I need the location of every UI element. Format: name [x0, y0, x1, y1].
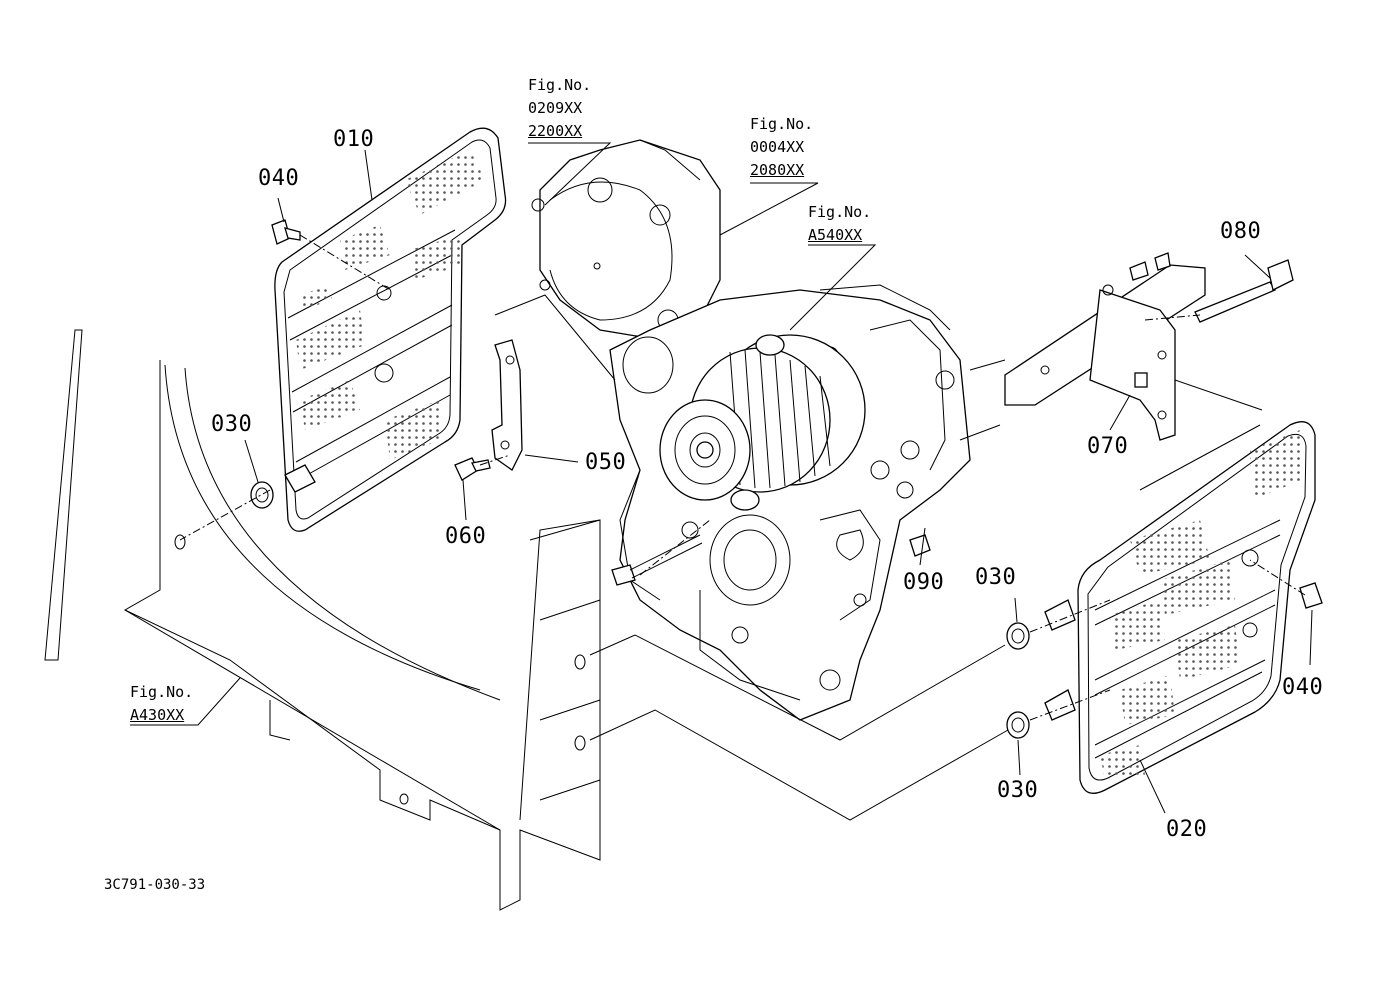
fig-ref-0004xx: Fig.No. 0004XX 2080XX [750, 113, 813, 182]
bolt-080 [1194, 259, 1294, 323]
fig-ref-0209xx: Fig.No. 0209XX 2200XX [528, 74, 591, 143]
stud-left [284, 464, 316, 493]
fig-ref-code: 2080XX [750, 161, 805, 179]
fastener-040-right [1299, 582, 1323, 609]
fig-ref-code: 0209XX [528, 99, 583, 117]
part-label-080[interactable]: 080 [1220, 219, 1262, 244]
fig-ref-code: 2200XX [528, 122, 583, 140]
part-label-040-left[interactable]: 040 [258, 166, 300, 191]
fig-ref-code: A540XX [808, 226, 863, 244]
bolt-060 [454, 457, 491, 481]
fig-ref-title: Fig.No. [808, 203, 872, 221]
part-label-030-right-bottom[interactable]: 030 [997, 778, 1039, 803]
fig-ref-code: A430XX [130, 706, 185, 724]
assembly-lines [179, 234, 1306, 821]
nut-090 [909, 534, 931, 557]
fig-ref-title: Fig.No. [130, 683, 194, 701]
cover-020 [1077, 421, 1316, 794]
cover-010 [274, 127, 507, 532]
part-label-090[interactable]: 090 [903, 570, 945, 595]
bracket-070 [1004, 252, 1206, 441]
fastener-030-right-bottom [1006, 711, 1030, 739]
frame-shroud [44, 329, 601, 911]
leader-lines [130, 142, 1313, 814]
fig-ref-title: Fig.No. [528, 76, 592, 94]
alternator [622, 334, 866, 511]
fastener-030-left [250, 481, 274, 509]
fig-ref-a430xx: Fig.No. A430XX [130, 681, 193, 727]
fastener-030-right-top [1006, 622, 1030, 650]
fig-ref-title: Fig.No. [750, 115, 814, 133]
drawing-code: 3C791-030-33 [104, 877, 206, 893]
stud-right-top [1044, 599, 1076, 631]
gear-case [531, 139, 721, 341]
part-label-040-right[interactable]: 040 [1282, 675, 1324, 700]
part-label-030-right-top[interactable]: 030 [975, 565, 1017, 590]
fig-ref-code: 0004XX [750, 138, 805, 156]
part-label-050[interactable]: 050 [585, 450, 627, 475]
stud-right-bottom [1044, 689, 1076, 721]
part-label-010[interactable]: 010 [333, 127, 375, 152]
fastener-040-left [271, 219, 301, 245]
part-label-020[interactable]: 020 [1166, 817, 1208, 842]
bracket-050 [491, 339, 523, 471]
part-label-060[interactable]: 060 [445, 524, 487, 549]
fig-ref-a540xx: Fig.No. A540XX [808, 201, 871, 247]
part-label-030-left[interactable]: 030 [211, 412, 253, 437]
part-label-070[interactable]: 070 [1087, 434, 1129, 459]
